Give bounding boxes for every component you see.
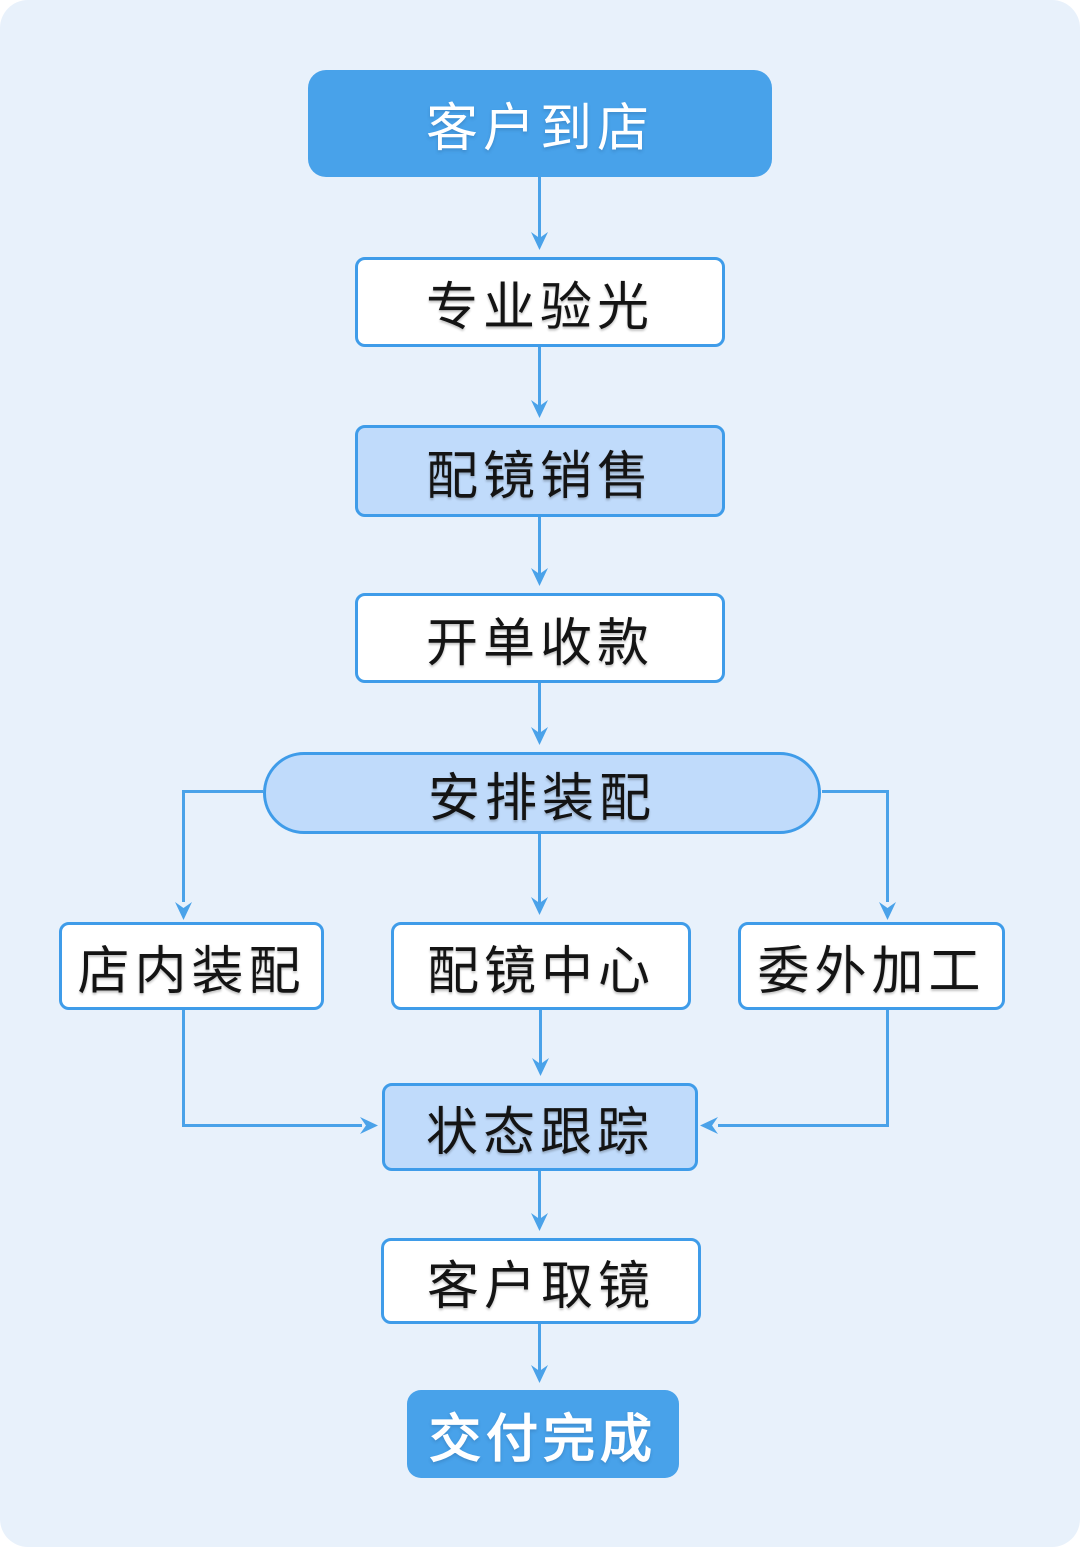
arrow-instore-to-tracking-line-v [182, 1010, 185, 1126]
node-customer-pickup: 客户取镜 [381, 1238, 701, 1324]
arrow-billing-to-dispatch-line [538, 683, 541, 733]
node-customer-arrival: 客户到店 [308, 70, 772, 177]
arrow-start-to-optometry-line [538, 177, 541, 238]
node-billing: 开单收款 [355, 593, 725, 683]
arrow-dispatch-to-outsourced-stub [822, 790, 888, 793]
node-in-store-assembly: 店内装配 [59, 922, 324, 1010]
node-glasses-sales: 配镜销售 [355, 425, 725, 517]
arrow-dispatch-to-lens-center-line [538, 834, 541, 903]
arrow-sales-to-billing-line [538, 517, 541, 574]
node-optometry: 专业验光 [355, 257, 725, 347]
node-lens-center: 配镜中心 [391, 922, 691, 1010]
arrow-dispatch-to-instore-head [175, 902, 192, 920]
arrow-pickup-to-complete-line [538, 1324, 541, 1371]
node-delivery-complete: 交付完成 [407, 1390, 679, 1478]
arrow-instore-to-tracking-head [360, 1117, 378, 1134]
arrow-dispatch-to-outsourced-line [886, 790, 889, 902]
arrow-instore-to-tracking-line-h [182, 1124, 362, 1127]
arrow-dispatch-to-instore-line [182, 790, 185, 902]
arrow-outsourced-to-tracking-line-h [718, 1124, 889, 1127]
arrow-optometry-to-sales-line [538, 347, 541, 406]
node-outsourced-processing: 委外加工 [738, 922, 1005, 1010]
arrow-lens-center-to-tracking-line [539, 1010, 542, 1064]
arrow-outsourced-to-tracking-line-v [886, 1010, 889, 1126]
arrow-dispatch-to-instore-stub [184, 790, 263, 793]
arrow-tracking-to-pickup-line [538, 1171, 541, 1219]
node-status-tracking: 状态跟踪 [382, 1083, 698, 1171]
node-assembly-dispatch: 安排装配 [263, 752, 821, 834]
arrow-outsourced-to-tracking-head [700, 1117, 718, 1134]
arrow-dispatch-to-outsourced-head [879, 902, 896, 920]
